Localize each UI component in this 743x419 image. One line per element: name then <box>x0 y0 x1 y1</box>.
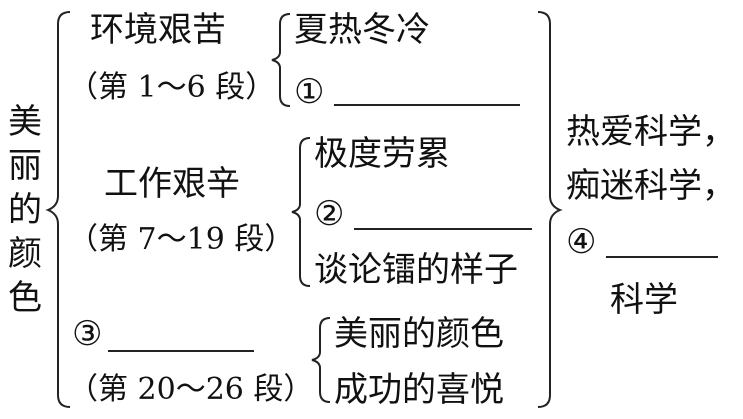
section3-item2: 成功的喜悦 <box>334 370 504 410</box>
conclusion-line1: 热爱科学， <box>566 112 736 152</box>
section2-brace <box>291 137 311 287</box>
conclusion-line3-marker: ④ <box>566 222 597 262</box>
section1-title: 环境艰苦 <box>90 10 226 50</box>
section3-title-marker: ③ <box>72 314 103 354</box>
section1-brace <box>271 13 291 107</box>
conclusion-blank[interactable] <box>606 256 718 258</box>
section3-range: （第 20～26 段） <box>68 372 314 407</box>
section2-item1: 极度劳累 <box>314 134 450 174</box>
section3-brace <box>311 317 331 403</box>
root-title: 美丽的颜色 <box>8 102 42 318</box>
conclusion-brace <box>537 11 563 408</box>
section1-range: （第 1～6 段） <box>68 70 276 105</box>
conclusion-line2: 痴迷科学， <box>566 166 736 206</box>
section2-range: （第 7～19 段） <box>68 222 295 257</box>
root-brace <box>45 11 71 408</box>
section3-item1: 美丽的颜色 <box>334 314 504 354</box>
section1-blank[interactable] <box>334 104 520 106</box>
section2-title: 工作艰辛 <box>104 164 240 204</box>
conclusion-line4: 科学 <box>610 280 678 320</box>
section2-item2-marker: ② <box>314 194 345 234</box>
section1-item1: 夏热冬冷 <box>294 10 430 50</box>
section2-item3: 谈论镭的样子 <box>314 250 518 290</box>
section2-blank[interactable] <box>354 228 532 230</box>
section3-blank[interactable] <box>108 350 254 352</box>
section1-item2-marker: ① <box>294 72 325 112</box>
